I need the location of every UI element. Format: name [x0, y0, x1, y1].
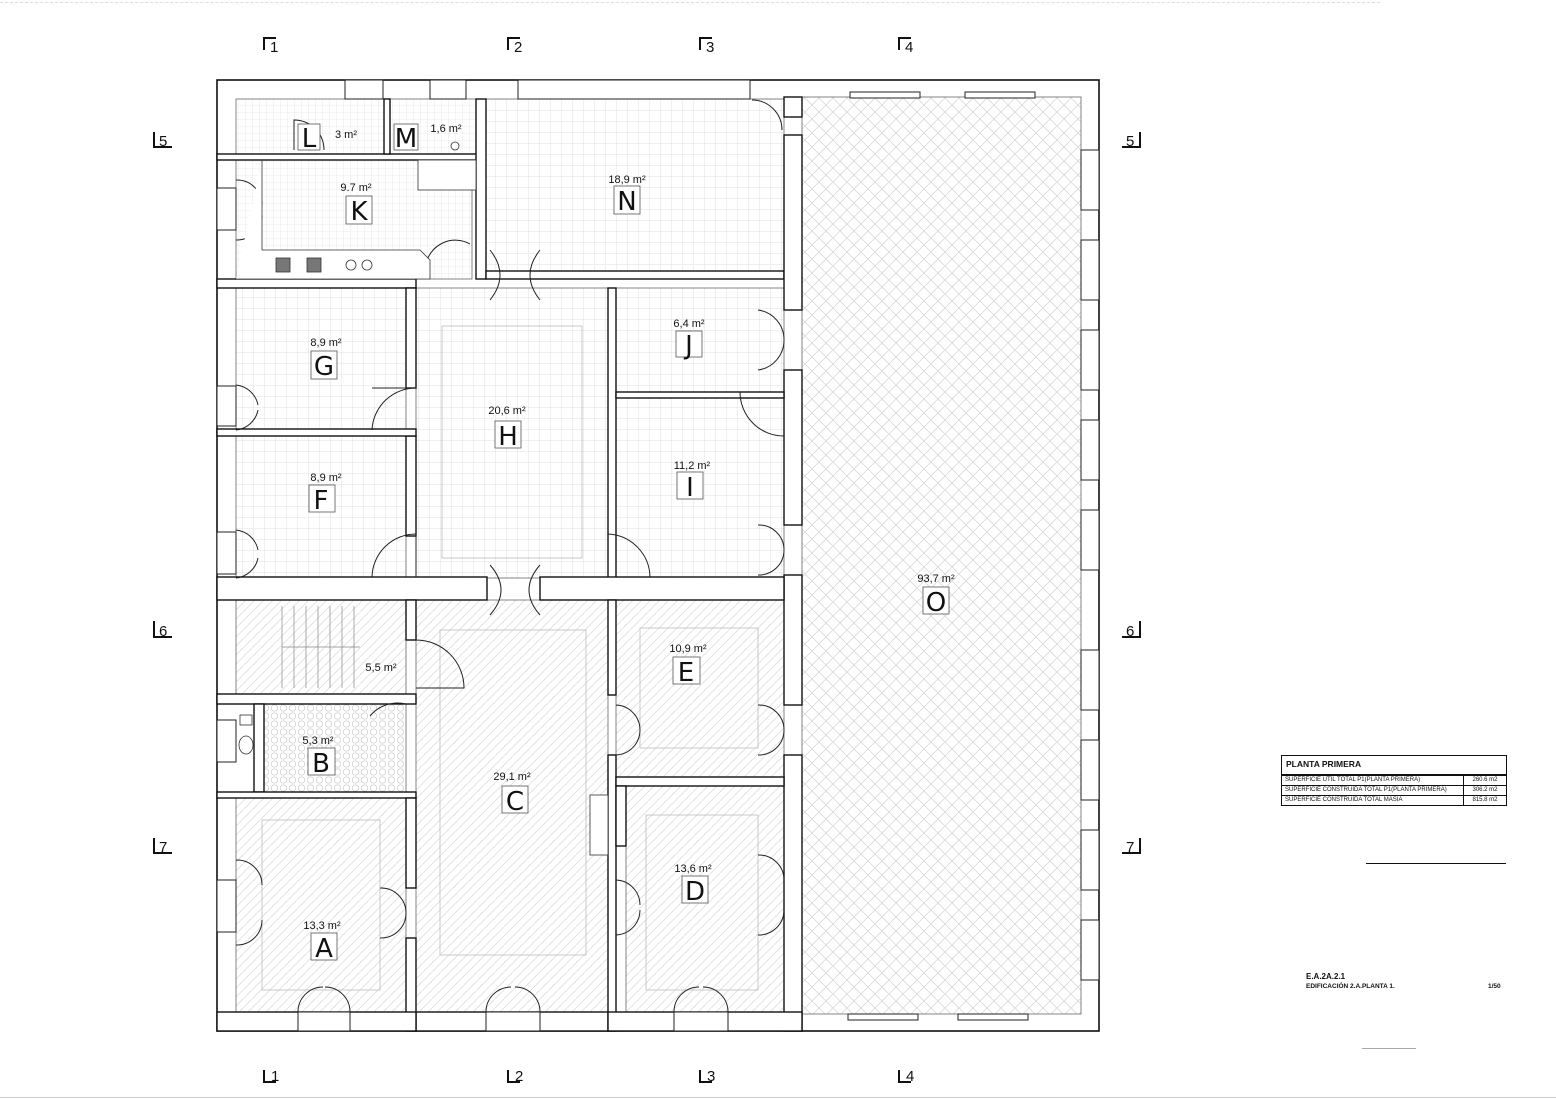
room-f: 8,9 m² F	[308, 472, 342, 516]
svg-text:G: G	[314, 352, 334, 382]
drawing-scale: 1/50	[1488, 983, 1501, 990]
room-o: 93,7 m² O	[917, 573, 955, 618]
room-d: 13,6 m² D	[674, 863, 712, 907]
kitchen-fixtures	[236, 159, 477, 280]
drawing-subtitle: EDIFICACIÓN 2.A.PLANTA 1.	[1306, 983, 1395, 990]
sheet-top-border	[0, 2, 1380, 3]
svg-text:5,5 m²: 5,5 m²	[365, 662, 397, 674]
summary-row-value: 306.2 m2	[1472, 787, 1498, 793]
axis-right-6: 6	[1126, 623, 1134, 640]
room-e: 10,9 m² E	[669, 643, 707, 688]
summary-row-label: SUPERFICIE CONSTRUIDA TOTAL P1(PLANTA PR…	[1282, 786, 1464, 795]
axis-bot-1: 1	[271, 1068, 279, 1085]
axis-bot-4: 4	[906, 1068, 914, 1085]
summary-row: SUPERFICIE UTIL TOTAL P1(PLANTA PRIMERA)…	[1282, 775, 1506, 785]
svg-text:6,4 m²: 6,4 m²	[673, 318, 705, 330]
axis-right-5: 5	[1126, 133, 1134, 150]
svg-text:20,6 m²: 20,6 m²	[488, 405, 526, 417]
svg-text:B: B	[312, 749, 330, 779]
room-a: 13,3 m² A	[303, 920, 341, 964]
room-floors	[235, 96, 1082, 1015]
axis-left-7: 7	[159, 839, 167, 856]
room-l: L 3 m²	[297, 123, 357, 154]
grid-axis-labels: 1 2 3 4 1 2 3 4 5 6 7 5 6 7	[159, 39, 1134, 1085]
svg-text:D: D	[685, 877, 705, 907]
axis-top-3: 3	[706, 39, 714, 56]
axis-bot-2: 2	[515, 1068, 523, 1085]
room-g: 8,9 m² G	[310, 337, 342, 382]
svg-text:N: N	[617, 187, 636, 217]
svg-text:13,3 m²: 13,3 m²	[303, 920, 341, 932]
room-stair: 5,5 m²	[365, 662, 397, 674]
axis-bot-3: 3	[707, 1068, 715, 1085]
sheet-bottom-border	[0, 1097, 1556, 1098]
axis-top-1: 1	[270, 39, 278, 56]
room-j: 6,4 m² J	[673, 318, 705, 361]
summary-row-label: SUPERFICIE UTIL TOTAL P1(PLANTA PRIMERA)	[1282, 776, 1464, 785]
interior-walls	[216, 96, 803, 1032]
svg-text:F: F	[314, 486, 329, 516]
svg-text:18,9 m²: 18,9 m²	[608, 174, 646, 186]
axis-top-2: 2	[514, 39, 522, 56]
svg-text:E: E	[678, 658, 694, 688]
svg-text:M: M	[395, 124, 417, 154]
svg-text:11,2 m²: 11,2 m²	[674, 460, 711, 472]
axis-top-4: 4	[905, 39, 913, 56]
summary-row: SUPERFICIE CONSTRUIDA TOTAL P1(PLANTA PR…	[1282, 785, 1506, 795]
svg-text:1,6 m²: 1,6 m²	[430, 123, 462, 135]
drawing-code: E.A.2A.2.1	[1306, 972, 1346, 981]
svg-text:93,7 m²: 93,7 m²	[917, 573, 955, 585]
svg-text:8,9 m²: 8,9 m²	[310, 337, 342, 349]
windows	[216, 79, 1100, 1032]
staircase	[281, 606, 360, 688]
svg-text:9.7 m²: 9.7 m²	[340, 182, 372, 194]
room-n: 18,9 m² N	[608, 174, 646, 217]
room-i: 11,2 m² I	[674, 460, 711, 503]
axis-left-6: 6	[159, 623, 167, 640]
svg-text:13,6 m²: 13,6 m²	[674, 863, 712, 875]
svg-text:K: K	[350, 197, 368, 227]
axis-right-7: 7	[1126, 839, 1134, 856]
room-labels: L 3 m² M 1,6 m² 9.7 m² K 18,9 m² N 8,9 m…	[297, 123, 955, 964]
axis-left-5: 5	[159, 133, 167, 150]
summary-row-label: SUPERFICIE CONSTRUIDA TOTAL MASIA	[1282, 796, 1464, 805]
svg-text:5,3 m²: 5,3 m²	[302, 735, 334, 747]
svg-text:H: H	[498, 422, 518, 452]
summary-title: PLANTA PRIMERA	[1282, 756, 1506, 775]
svg-text:29,1 m²: 29,1 m²	[493, 771, 531, 783]
room-h: 20,6 m² H	[488, 405, 526, 452]
svg-text:I: I	[686, 473, 694, 503]
svg-text:10,9 m²: 10,9 m²	[669, 643, 707, 655]
svg-text:A: A	[315, 934, 333, 964]
door-swings	[235, 99, 785, 1013]
signature-line	[1366, 863, 1506, 864]
svg-text:C: C	[506, 787, 524, 817]
grid-axis-markers	[153, 37, 1141, 1083]
summary-row-value: 815.8 m2	[1472, 797, 1498, 803]
footer-line	[1362, 1048, 1416, 1049]
area-summary-table: PLANTA PRIMERA SUPERFICIE UTIL TOTAL P1(…	[1281, 755, 1507, 806]
svg-text:O: O	[926, 588, 946, 618]
summary-row: SUPERFICIE CONSTRUIDA TOTAL MASIA 815.8 …	[1282, 795, 1506, 805]
svg-text:J: J	[683, 331, 693, 361]
svg-text:L: L	[302, 124, 317, 154]
bathroom-fixtures	[238, 141, 609, 856]
inner-panels	[261, 325, 759, 991]
svg-text:8,9 m²: 8,9 m²	[310, 472, 342, 484]
room-m: M 1,6 m²	[393, 123, 462, 154]
room-c: 29,1 m² C	[493, 771, 531, 817]
svg-text:3 m²: 3 m²	[335, 129, 357, 141]
room-b: 5,3 m² B	[302, 735, 336, 779]
room-k: 9.7 m² K	[340, 182, 373, 227]
summary-row-value: 260.6 m2	[1472, 777, 1498, 783]
